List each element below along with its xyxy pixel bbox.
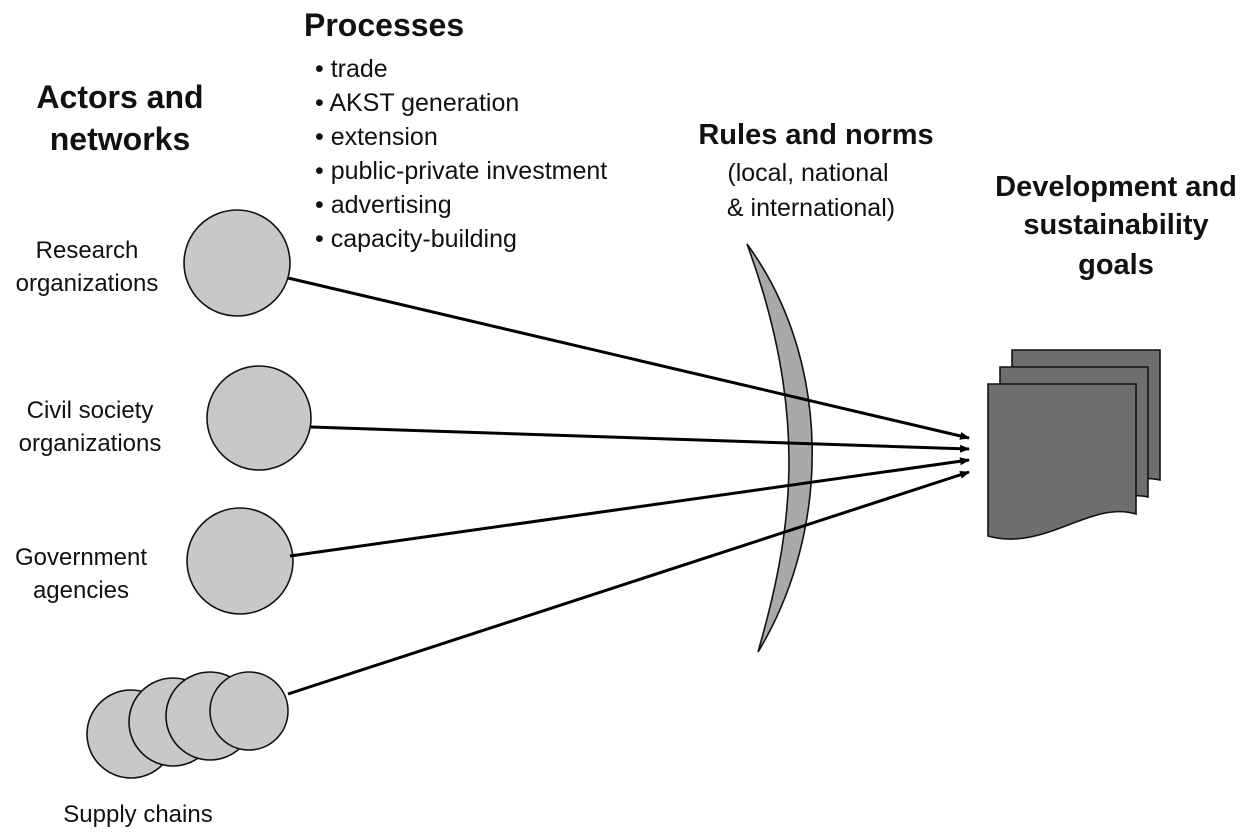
civil-society-node bbox=[206, 365, 312, 471]
rules-heading: Rules and norms bbox=[698, 119, 933, 151]
research-label-line2: organizations bbox=[16, 270, 159, 297]
civil-label-line2: organizations bbox=[19, 430, 162, 457]
process-item: • trade bbox=[315, 55, 388, 83]
supply-chain-circle bbox=[209, 671, 289, 751]
processes-heading: Processes bbox=[304, 7, 464, 43]
process-item: • extension bbox=[315, 123, 438, 151]
actors-heading-line2: networks bbox=[50, 121, 190, 157]
goals-documents-icon bbox=[987, 349, 1161, 540]
process-item: • advertising bbox=[315, 191, 452, 219]
goals-heading-line3: goals bbox=[1078, 249, 1154, 281]
process-item: • AKST generation bbox=[315, 89, 519, 117]
civil-label-line1: Civil society bbox=[27, 397, 154, 424]
process-list: • trade • AKST generation • extension • … bbox=[315, 55, 607, 253]
actors-heading-line1: Actors and bbox=[36, 79, 203, 115]
document-front bbox=[987, 383, 1137, 540]
rules-subheading-line2: & international) bbox=[727, 194, 895, 222]
arrow-civil-to-goals bbox=[310, 425, 970, 453]
supply-chains-node bbox=[86, 671, 289, 779]
process-item: • public-private investment bbox=[315, 157, 607, 185]
government-label-line1: Government bbox=[15, 544, 147, 571]
research-label-line1: Research bbox=[36, 237, 139, 264]
arrow-supply-to-goals bbox=[287, 470, 970, 696]
process-item: • capacity-building bbox=[315, 225, 517, 253]
government-label-line2: agencies bbox=[33, 577, 129, 604]
rules-subheading-line1: (local, national bbox=[727, 159, 888, 187]
goals-heading-line2: sustainability bbox=[1023, 209, 1208, 241]
government-agencies-node bbox=[186, 507, 294, 615]
goals-heading-line1: Development and bbox=[995, 171, 1237, 203]
supply-chains-label: Supply chains bbox=[63, 801, 212, 828]
research-organizations-node bbox=[183, 209, 291, 317]
rules-lens-shape bbox=[746, 243, 813, 653]
arrow-government-to-goals bbox=[289, 457, 970, 558]
arrow-research-to-goals bbox=[287, 276, 970, 440]
